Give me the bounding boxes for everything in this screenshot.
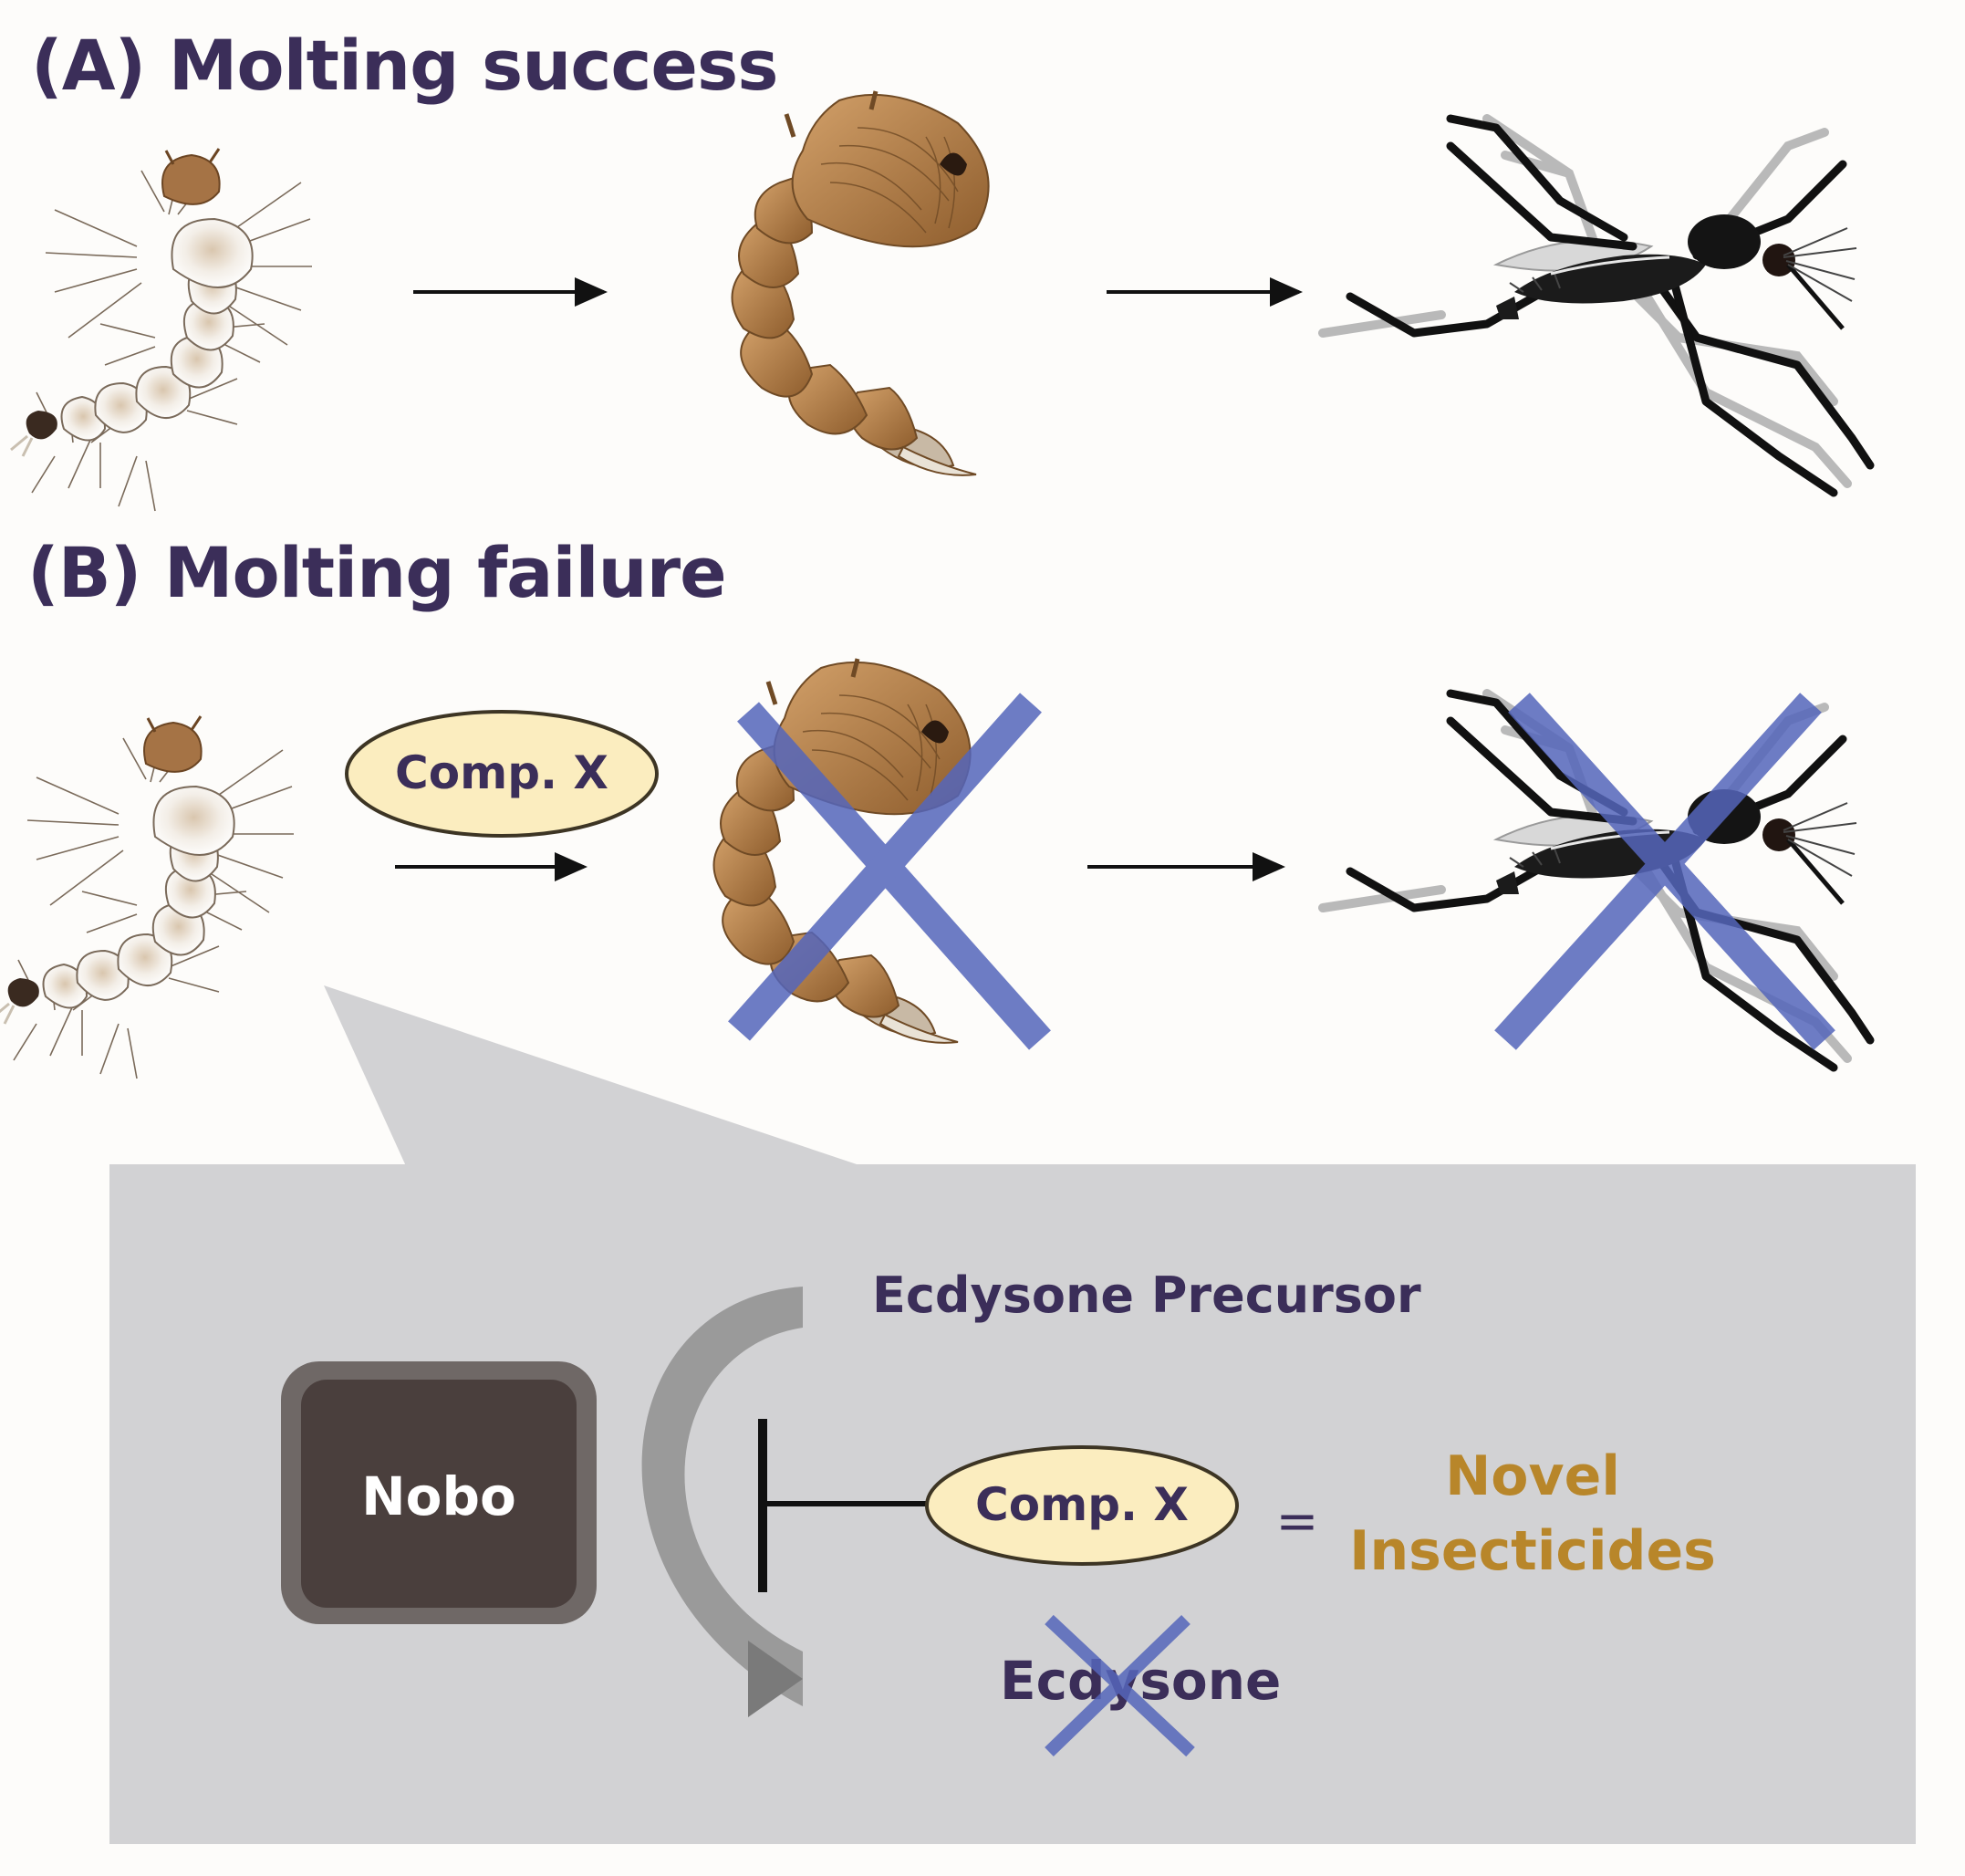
- cross-mark-product: [1045, 1614, 1195, 1757]
- panel-a-heading: (A) Molting success: [31, 25, 778, 106]
- cross-mark-pupa: [728, 693, 1051, 1050]
- adult-mosquito-illustration: [1323, 119, 1870, 493]
- inset-pointer: [324, 985, 862, 1166]
- enzyme-box: Nobo: [281, 1361, 597, 1624]
- result-line-2: Insecticides: [1349, 1519, 1716, 1583]
- inhibitor-badge: Comp. X: [925, 1445, 1239, 1566]
- compound-badge: Comp. X: [345, 710, 659, 838]
- larva-illustration: [9, 147, 314, 513]
- precursor-label: Ecdysone Precursor: [872, 1266, 1421, 1324]
- compound-badge-label: Comp. X: [395, 746, 608, 799]
- inhibition-bar: [758, 1419, 926, 1592]
- conversion-arrowhead: [748, 1641, 803, 1717]
- conversion-curve: [641, 1287, 803, 1706]
- pupa-illustration: [733, 91, 989, 475]
- cross-mark-adult: [1494, 693, 1835, 1050]
- result-line-1: Novel: [1445, 1444, 1620, 1508]
- inhibitor-label: Comp. X: [975, 1478, 1189, 1531]
- equals-sign: =: [1276, 1492, 1319, 1551]
- enzyme-label: Nobo: [361, 1465, 516, 1527]
- larva-illustration-treated: [0, 714, 296, 1080]
- panel-b-heading: (B) Molting failure: [27, 532, 727, 613]
